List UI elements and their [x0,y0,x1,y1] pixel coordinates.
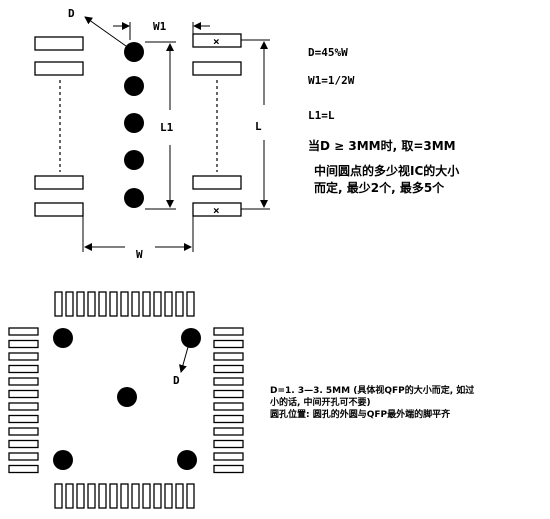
qfp-bottom-pad [186,483,195,509]
qfp-dot-center [117,387,137,407]
note-d-ratio: D=45%W [308,46,348,59]
qfp-left-pad [8,377,39,386]
w-label: W [136,248,143,261]
l-label: L [255,120,262,133]
sop-left-pad [34,175,84,190]
sop-pad-mark-top: × [213,35,220,48]
sop-dot [124,188,144,208]
qfp-top-pad [120,291,129,317]
qfp-top-pad [153,291,162,317]
qfp-bottom-pad [98,483,107,509]
qfp-right-pad [213,452,244,461]
qfp-right-pad [213,389,244,399]
qfp-left-pad [8,439,39,449]
qfp-bottom-pad [120,483,129,509]
qfp-dot-top-left [53,328,73,348]
qfp-bottom-pad [87,483,96,509]
qfp-top-pads [54,291,195,317]
sop-left-pad [34,61,84,76]
qfp-left-pad [8,402,39,411]
sop-pad-mark-bottom: × [213,204,220,217]
qfp-right-pads [213,327,244,474]
qfp-right-pad [213,364,244,374]
qfp-left-pad [8,352,39,361]
qfp-right-pad [213,402,244,411]
sop-d-arrow [84,16,127,47]
sop-right-pad [192,61,242,76]
sop-dot [124,150,144,170]
qfp-note-line2: 小的话, 中间开孔可不要) [269,396,371,408]
qfp-bottom-pad [109,483,118,509]
qfp-bottom-pad [65,483,74,509]
qfp-dots [53,328,201,470]
qfp-bottom-pads [54,483,195,509]
qfp-bottom-pad [142,483,151,509]
qfp-right-pad [213,352,244,361]
qfp-top-pad [98,291,107,317]
l1-label: L1 [160,121,174,134]
qfp-top-pad [164,291,173,317]
sop-d-label: D [68,7,75,20]
qfp-notes: D=1. 3—3. 5MM (具体视QFP的大小而定, 如过 小的话, 中间开孔… [269,384,474,420]
qfp-left-pad [8,464,39,474]
note-d-rule: 当D ≥ 3MM时, 取=3MM [308,138,456,153]
qfp-bottom-pad [76,483,85,509]
qfp-top-pad [87,291,96,317]
qfp-left-pads [8,327,39,474]
qfp-right-pad [213,427,244,436]
qfp-top-pad [186,291,195,317]
qfp-bottom-pad [153,483,162,509]
qfp-d-label: D [173,374,180,387]
qfp-left-pad [8,389,39,399]
qfp-top-pad [131,291,140,317]
qfp-top-pad [76,291,85,317]
qfp-left-pad [8,364,39,374]
sop-left-pads [34,36,84,217]
qfp-dot-top-right [181,328,201,348]
qfp-left-pad [8,327,39,336]
qfp-bottom-pad [175,483,184,509]
qfp-left-pad [8,427,39,436]
qfp-top-pad [54,291,63,317]
qfp-left-pad [8,414,39,424]
w1-label: W1 [153,20,167,33]
sop-left-pad [34,202,84,217]
sop-left-pad [34,36,84,51]
sop-center-dots [124,42,144,208]
note-count-line1: 中间圆点的多少视IC的大小 [314,163,459,178]
qfp-top-pad [65,291,74,317]
note-w1-ratio: W1=1/2W [308,74,355,87]
sop-right-pad [192,175,242,190]
qfp-top-pad [175,291,184,317]
qfp-right-pad [213,439,244,449]
qfp-top-pad [142,291,151,317]
note-count-line2: 而定, 最少2个, 最多5个 [314,180,445,195]
qfp-diagram: D [8,291,244,509]
sop-dot [124,76,144,96]
qfp-bottom-pad [54,483,63,509]
qfp-note-line1: D=1. 3—3. 5MM (具体视QFP的大小而定, 如过 [270,384,474,396]
qfp-note-line3: 圆孔位置: 圆孔的外圆与QFP最外端的脚平齐 [270,408,451,420]
qfp-bottom-pad [131,483,140,509]
qfp-top-pad [109,291,118,317]
qfp-bottom-pad [164,483,173,509]
sop-diagram: × × D W1 L1 L [34,7,270,261]
qfp-dot-bottom-left [53,450,73,470]
sop-notes: D=45%W W1=1/2W L1=L 当D ≥ 3MM时, 取=3MM 中间圆… [308,46,459,195]
sop-dot [124,113,144,133]
qfp-right-pad [213,414,244,424]
sop-dot [124,42,144,62]
qfp-dot-bottom-right [177,450,197,470]
qfp-left-pad [8,452,39,461]
qfp-d-arrow [179,346,189,373]
qfp-right-pad [213,377,244,386]
qfp-right-pad [213,339,244,349]
sop-right-pads: × × [192,33,242,217]
qfp-left-pad [8,339,39,349]
qfp-right-pad [213,464,244,474]
note-l1-eq: L1=L [308,109,335,122]
qfp-right-pad [213,327,244,336]
